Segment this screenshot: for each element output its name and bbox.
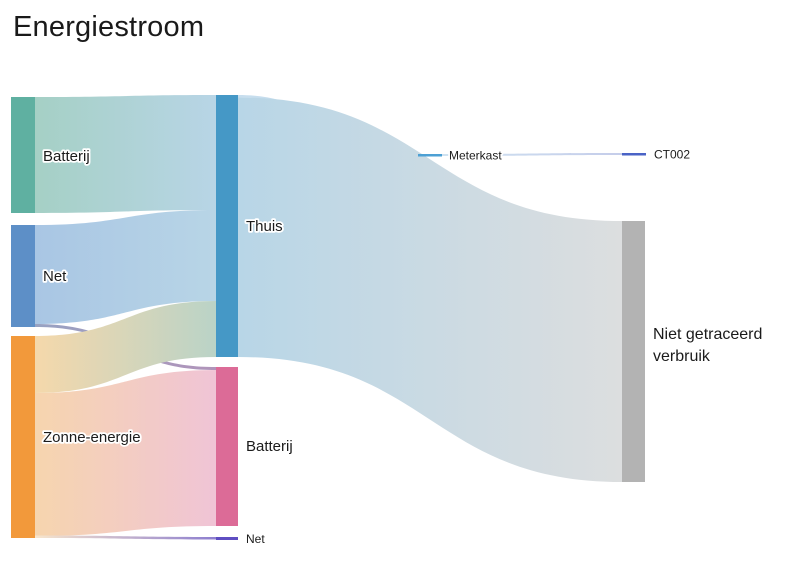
node-niet-getraceerd[interactable]	[622, 221, 645, 482]
node-batterij-in[interactable]	[11, 97, 35, 213]
chart-title: Energiestroom	[13, 11, 205, 43]
label-zonne-energie: Zonne-energie	[43, 429, 141, 446]
label-net-in: Net	[43, 268, 67, 285]
flow-meterkast-to-ct002	[442, 153, 622, 156]
node-ct002[interactable]	[622, 153, 646, 156]
flow-zonne-energie-to-net-out	[35, 535, 216, 540]
label-thuis: Thuis	[246, 218, 283, 235]
label-batterij-in: Batterij	[43, 148, 90, 165]
node-batterij-out[interactable]	[216, 367, 238, 526]
flow-zonne-energie-to-thuis	[35, 301, 216, 393]
label-net-out: Net	[246, 532, 265, 546]
label-ct002: CT002	[654, 148, 690, 162]
label-batterij-out: Batterij	[246, 438, 293, 455]
flow-batterij-in-to-thuis	[35, 95, 216, 213]
node-zonne-energie[interactable]	[11, 336, 35, 538]
flow-thuis-to-niet-getraceerd	[238, 97, 622, 482]
flow-zonne-energie-to-batterij-out	[35, 370, 216, 536]
node-net-out[interactable]	[216, 537, 238, 540]
node-thuis[interactable]	[216, 95, 238, 357]
node-net-in[interactable]	[11, 225, 35, 327]
node-meterkast[interactable]	[418, 154, 442, 157]
label-meterkast: Meterkast	[449, 149, 502, 163]
flow-net-in-to-thuis	[35, 210, 216, 324]
